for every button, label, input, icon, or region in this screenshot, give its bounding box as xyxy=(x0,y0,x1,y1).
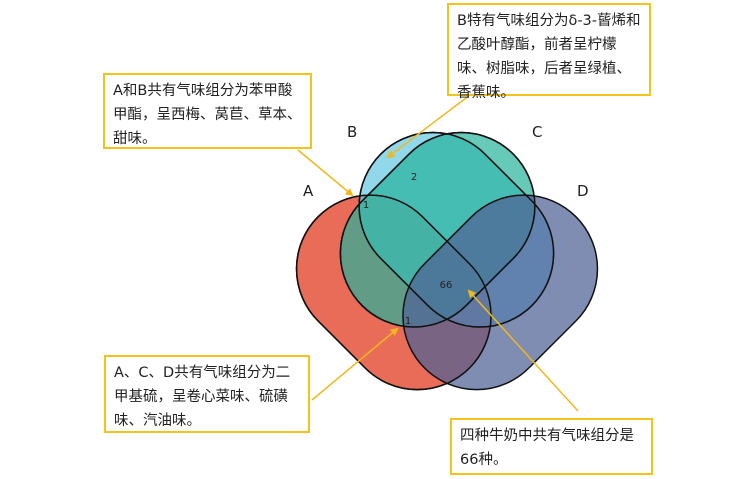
set-label-c: C xyxy=(532,123,542,141)
arrow-a-c-d xyxy=(311,327,399,401)
count-b-only: 2 xyxy=(411,172,417,183)
annotation-b-unique: B特有气味组分为δ-3-蒈烯和乙酸叶醇酯，前者呈柠檬味、树脂味，后者呈绿植、香蕉… xyxy=(447,3,651,101)
arrow-b-unique xyxy=(386,94,471,159)
annotation-a-c-d-shared: A、C、D共有气味组分为二甲基硫，呈卷心菜味、硫磺味、汽油味。 xyxy=(104,355,310,433)
arrow-all xyxy=(467,289,579,412)
set-d-shape xyxy=(402,194,599,391)
count-a-b: 1 xyxy=(363,200,369,211)
set-label-b: B xyxy=(347,123,357,141)
count-a-c-d: 1 xyxy=(405,316,411,327)
annotation-all-shared-text: 四种牛奶中共有气味组分是66种。 xyxy=(460,428,634,468)
set-label-a: A xyxy=(303,182,314,200)
arrow-a-b xyxy=(297,149,354,197)
annotation-a-b-shared-text: A和B共有气味组分为苯甲酸甲酯，呈西梅、莴苣、草本、甜味。 xyxy=(113,83,302,147)
annotation-b-unique-text: B特有气味组分为δ-3-蒈烯和乙酸叶醇酯，前者呈柠檬味、树脂味，后者呈绿植、香蕉… xyxy=(457,13,641,101)
set-label-d: D xyxy=(577,182,589,200)
annotation-a-b-shared: A和B共有气味组分为苯甲酸甲酯，呈西梅、莴苣、草本、甜味。 xyxy=(103,73,312,149)
count-all: 66 xyxy=(440,280,453,291)
annotation-a-c-d-shared-text: A、C、D共有气味组分为二甲基硫，呈卷心菜味、硫磺味、汽油味。 xyxy=(114,365,291,429)
annotation-all-shared: 四种牛奶中共有气味组分是66种。 xyxy=(450,418,653,475)
